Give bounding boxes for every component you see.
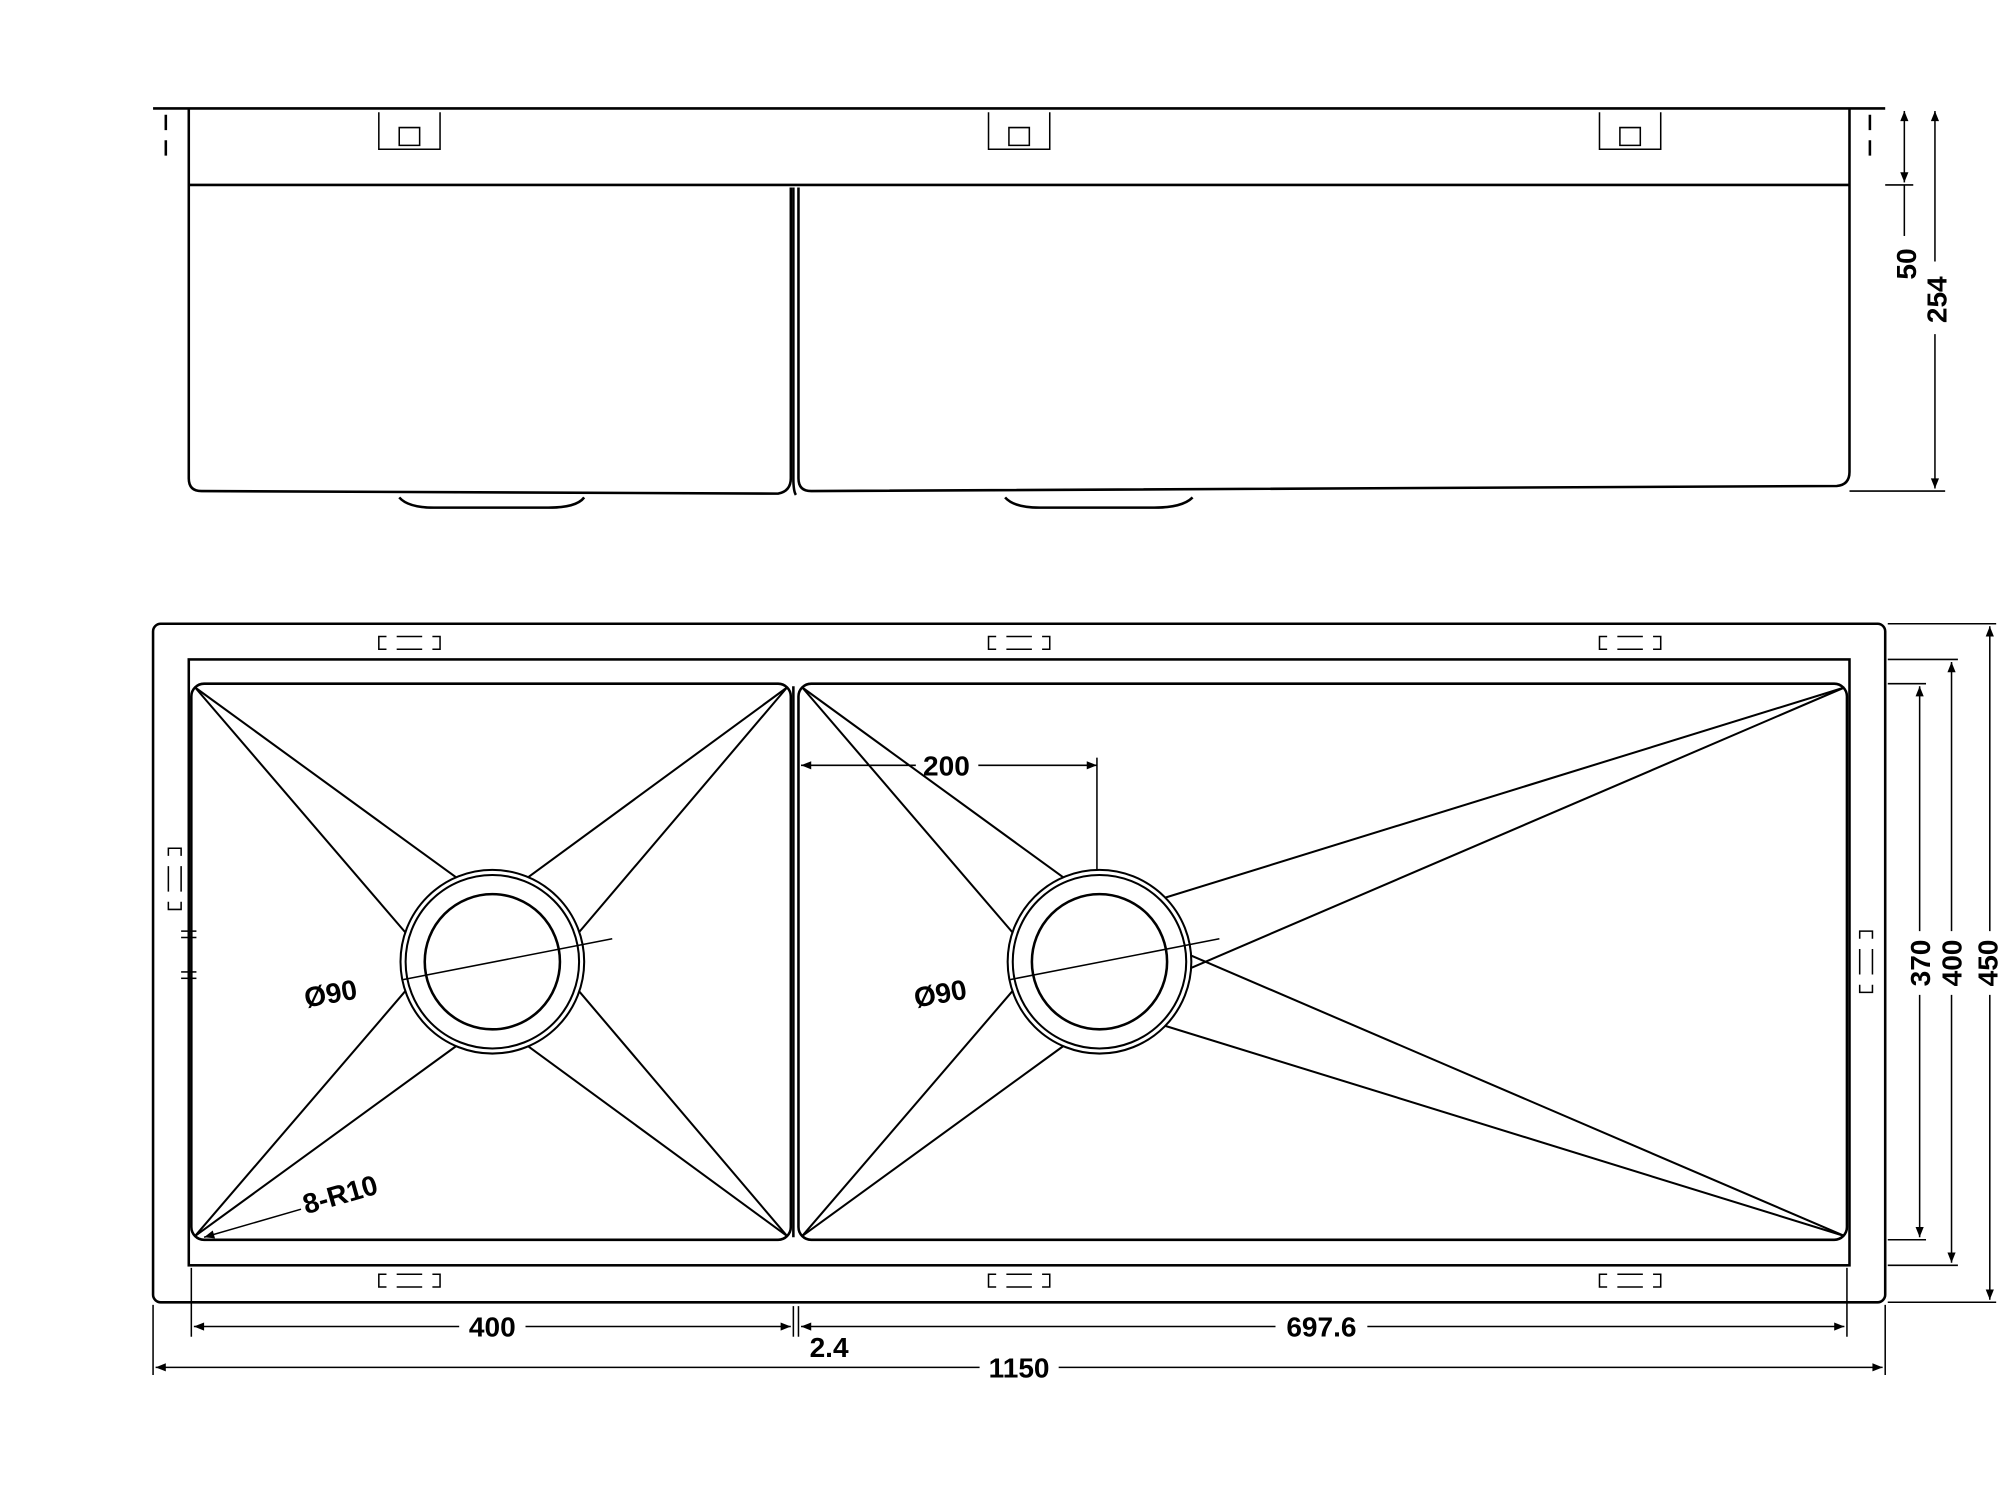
mounting-clip <box>1598 1273 1662 1288</box>
drain-ring <box>423 892 562 1031</box>
mounting-clip <box>378 635 441 650</box>
drainage-groove-line <box>801 686 1014 934</box>
drainage-groove-line <box>194 990 407 1237</box>
mounting-clip-side <box>1598 112 1662 150</box>
plan-view: 200 Ø90 Ø90 8-R10 370 400 450 400 697.6 … <box>151 622 2000 1384</box>
dim-inner-depth-label: 370 <box>1905 940 1936 987</box>
dim-left-bowl-label: 400 <box>469 1312 516 1343</box>
dim-divider-label: 2.4 <box>810 1332 849 1363</box>
drainage-groove-line <box>801 1045 1064 1237</box>
mounting-clip <box>1598 635 1662 650</box>
drain-ring <box>1006 868 1193 1055</box>
drainage-groove-line <box>578 990 788 1237</box>
drainage-groove-line <box>578 686 788 933</box>
corner-radius-label: 8-R10 <box>299 1169 381 1220</box>
drainage-groove-line <box>801 990 1014 1237</box>
dim-overall-width-label: 1150 <box>989 1353 1050 1384</box>
drain-ring <box>404 873 581 1050</box>
drain-ring <box>399 868 586 1055</box>
drainage-groove-line <box>1190 954 1845 1237</box>
drainage-groove-line <box>527 686 788 879</box>
dim-frame-depth-label: 400 <box>1937 940 1968 987</box>
mounting-clip <box>987 1273 1051 1288</box>
drainage-groove-line <box>1164 1024 1845 1237</box>
drainage-groove-line <box>1190 686 1845 969</box>
drain-left-diameter-label: Ø90 <box>302 974 360 1014</box>
drain-ring <box>1011 873 1188 1050</box>
drainage-groove-line <box>801 686 1064 879</box>
mounting-clip-side <box>378 112 441 150</box>
dim-bowl-offset-label: 200 <box>923 751 970 782</box>
mounting-clip <box>987 635 1051 650</box>
drain-ring <box>1030 892 1169 1031</box>
drainage-groove-line <box>194 686 457 879</box>
drainage-groove-line <box>194 1045 457 1237</box>
dim-flange-label: 50 <box>1891 248 1922 279</box>
dim-overall-depth-label: 450 <box>1972 940 2000 987</box>
dim-right-bowl-label: 697.6 <box>1286 1312 1356 1343</box>
drainage-groove-line <box>1164 686 1845 899</box>
mounting-clip <box>167 847 182 911</box>
drainage-groove-line <box>527 1045 788 1237</box>
mounting-clip <box>378 1273 441 1288</box>
mounting-clip <box>1858 930 1874 994</box>
drainage-groove-line <box>194 686 407 934</box>
mounting-clip-side <box>987 112 1051 150</box>
drain-right-diameter-label: Ø90 <box>911 974 969 1014</box>
dim-depth-label: 254 <box>1921 276 1952 323</box>
side-view: 50 254 <box>153 107 1952 509</box>
